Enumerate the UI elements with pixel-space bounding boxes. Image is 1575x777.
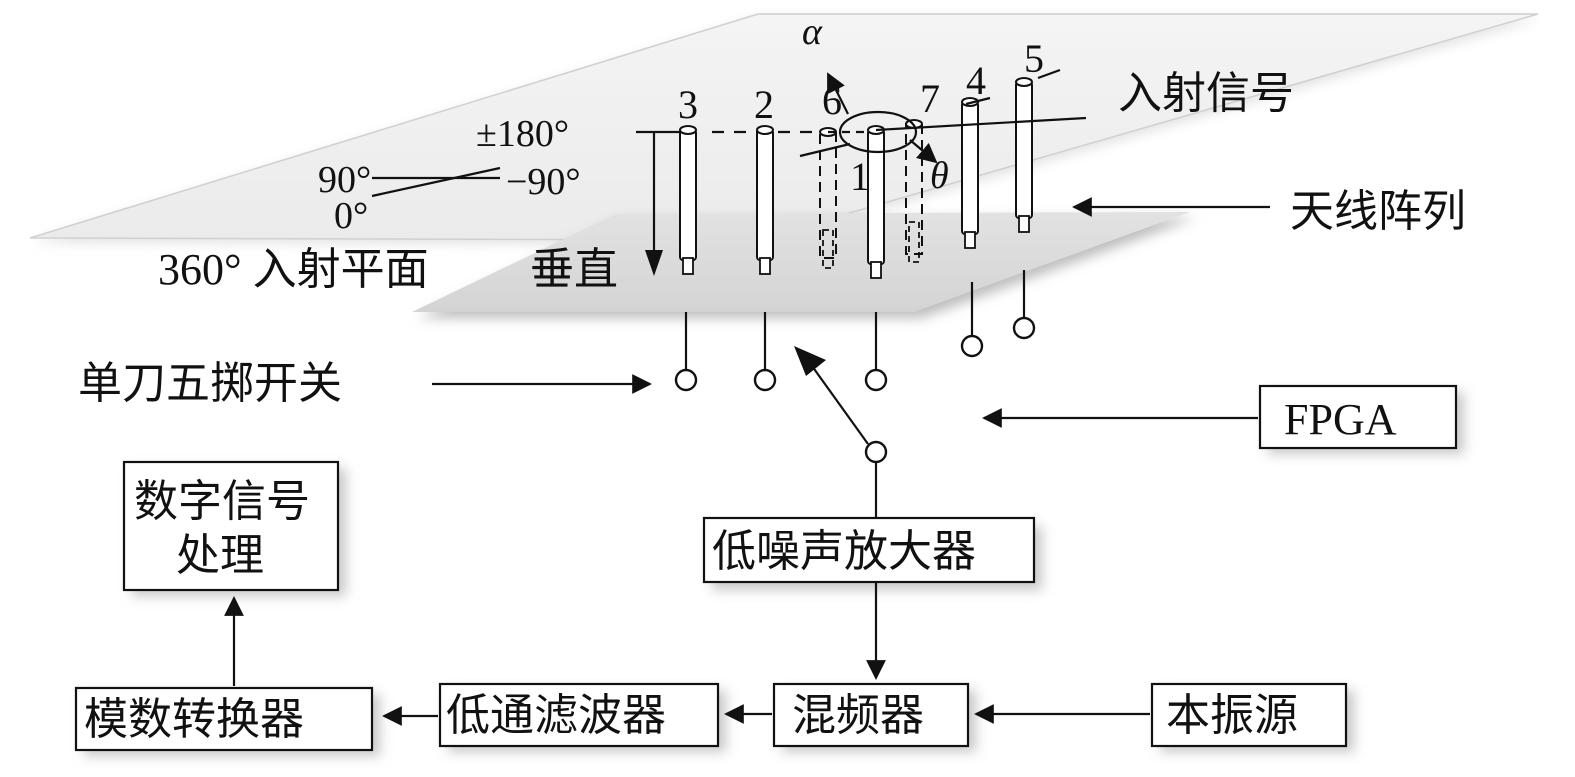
- angle-theta: θ: [930, 155, 949, 197]
- antenna-number-labels: 3 2 6 1 7 4 5: [678, 36, 1044, 199]
- incidence-geometry: [799, 68, 1087, 164]
- local-osc-label: 本振源: [1166, 691, 1298, 740]
- fpga-label: FPGA: [1284, 395, 1397, 444]
- switch-common-node: [864, 440, 888, 464]
- switch-label: 单刀五掷开关: [78, 359, 342, 408]
- angle-0: 0°: [334, 195, 368, 237]
- vertical-label: 垂直: [530, 245, 618, 294]
- lna-box: [702, 516, 1036, 584]
- lpf-box: [438, 682, 720, 748]
- alpha-arrow: [827, 72, 849, 115]
- antenna-pole-5: [1015, 77, 1033, 233]
- spst5-switch: [674, 270, 1036, 464]
- antenna-number-6: 6: [822, 78, 842, 123]
- antenna-board: [412, 212, 1196, 318]
- angle-pm180: ±180°: [476, 113, 569, 155]
- angle-labels: ±180° 90° 0° −90° α θ: [318, 11, 949, 237]
- theta-arrow: [909, 139, 938, 164]
- angle-90: 90°: [318, 159, 371, 201]
- fpga-box: [1258, 384, 1458, 450]
- vertical-arrowhead: [645, 250, 663, 276]
- antenna-number-3: 3: [678, 82, 698, 127]
- angle-alpha: α: [802, 11, 823, 53]
- antenna-number-5: 5: [1024, 36, 1044, 81]
- mixer-label: 混频器: [792, 691, 924, 740]
- adc-box: [74, 686, 374, 752]
- antenna-number-4: 4: [966, 58, 986, 103]
- incident-signal-line: [875, 116, 1087, 132]
- incident-signal-label: 入射信号: [1118, 69, 1294, 118]
- antenna-pole-4: [961, 97, 979, 249]
- antenna-number-1: 1: [850, 154, 870, 199]
- adc-label: 模数转换器: [84, 695, 304, 744]
- dsp-label-line2: 处理: [176, 531, 264, 580]
- antenna-array-label: 天线阵列: [1290, 187, 1466, 236]
- angle-neg90: −90°: [506, 161, 581, 203]
- dsp-label-line1: 数字信号: [134, 477, 310, 526]
- antenna-pole-3: [679, 125, 697, 275]
- dsp-box: [122, 460, 340, 592]
- antenna-number-2: 2: [754, 82, 774, 127]
- plane-label: 360° 入射平面: [158, 245, 429, 294]
- lpf-label: 低通滤波器: [446, 691, 666, 740]
- mixer-box: [772, 682, 970, 748]
- switch-blade-arrowhead: [794, 346, 826, 376]
- local-osc-box: [1150, 682, 1348, 748]
- antenna-pole-2: [756, 125, 774, 275]
- antenna-number-7: 7: [920, 76, 940, 121]
- lna-label: 低噪声放大器: [712, 527, 976, 576]
- antenna-pole-1: [867, 125, 885, 279]
